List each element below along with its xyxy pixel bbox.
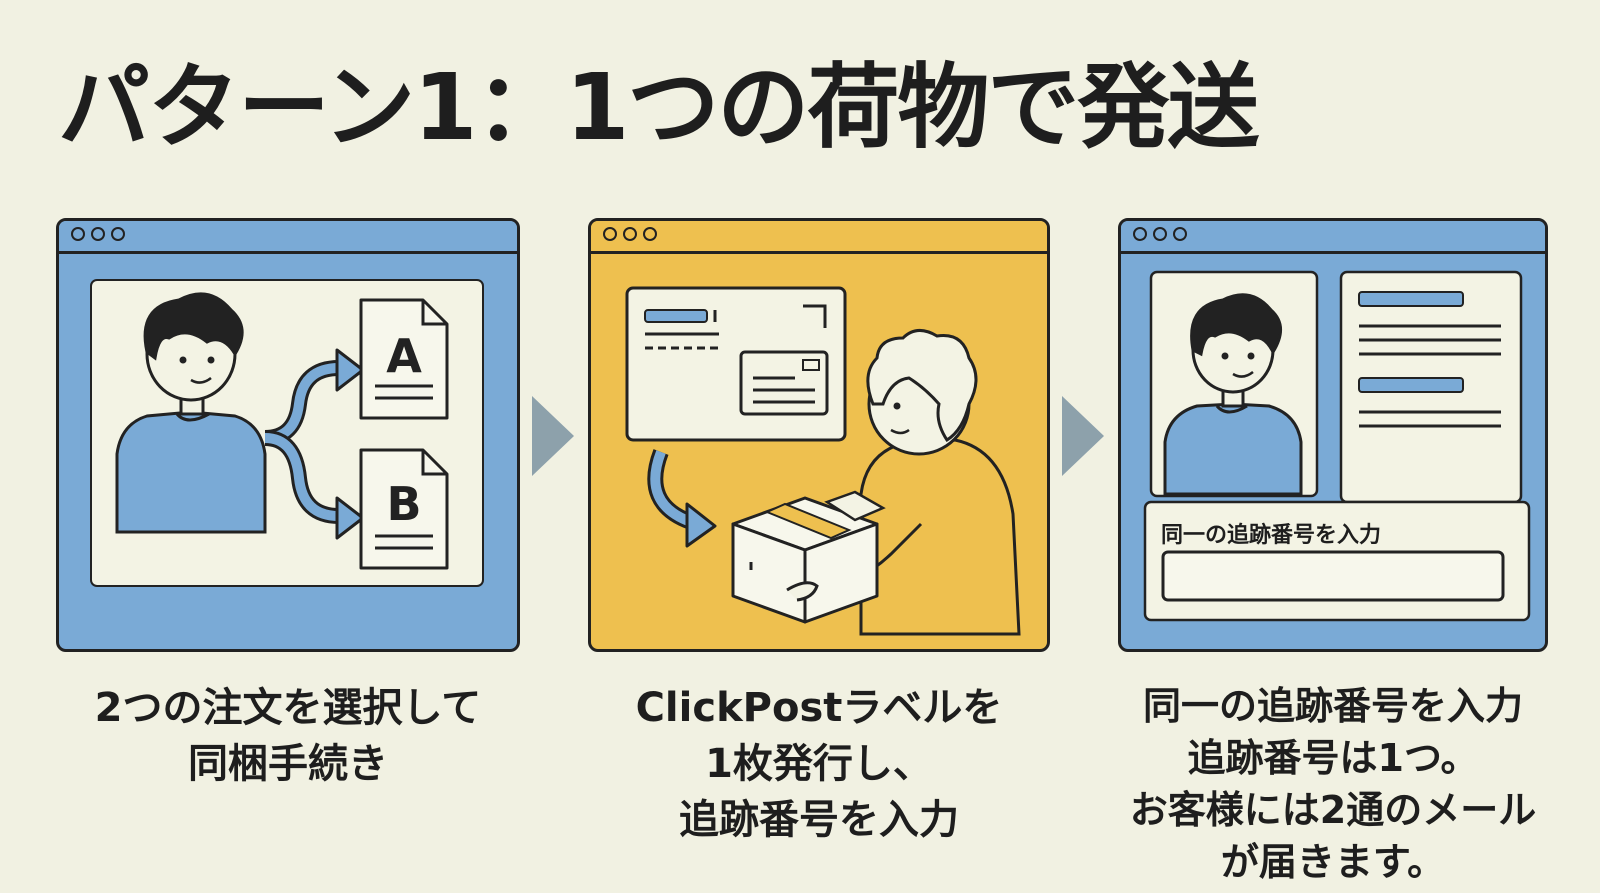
caption-enter-tracking: 同一の追跡番号を入力 追跡番号は1つ。 お客様には2通のメール が届きます。 [1100,680,1566,888]
window-dot-icon [603,227,617,241]
window-dot-icon [1133,227,1147,241]
window-dot-icon [1173,227,1187,241]
window-controls [1133,227,1187,241]
caption-line: が届きます。 [1220,840,1446,884]
document-a-icon: A [359,298,449,420]
worker-icon [812,329,1021,636]
next-step-arrow-icon [532,396,574,476]
window-titlebar [1121,221,1545,254]
issue-label-illustration [625,286,1021,636]
window-titlebar [591,221,1047,254]
caption-line: 1枚発行し、 [705,741,933,787]
select-orders-illustration: A B [90,279,484,587]
order-details-card [1339,270,1523,504]
enter-tracking-illustration [1143,270,1531,622]
caption-line: 2つの注文を選択して [94,685,482,731]
split-arrows-icon [264,348,365,540]
window-dot-icon [643,227,657,241]
caption-issue-label: ClickPostラベルを 1枚発行し、 追跡番号を入力 [588,680,1050,848]
tracking-input-label: 同一の追跡番号を入力 [1161,523,1382,548]
caption-select-orders: 2つの注文を選択して 同梱手続き [56,680,520,792]
caption-line: 同梱手続き [188,741,388,787]
shipping-label-icon [625,286,847,442]
caption-line: 追跡番号は1つ。 [1187,736,1479,780]
person-icon [115,292,267,534]
window-titlebar [59,221,517,254]
window-dot-icon [111,227,125,241]
person-card [1149,270,1319,498]
window-controls [71,227,125,241]
window-dot-icon [623,227,637,241]
window-dot-icon [71,227,85,241]
panel-select-orders: A B [56,218,520,652]
document-b-label: B [386,477,421,531]
curved-arrow-icon [647,449,717,548]
panel-issue-label [588,218,1050,652]
tracking-form [1143,500,1531,622]
panel-enter-tracking: 同一の追跡番号を入力 [1118,218,1548,652]
caption-line: お客様には2通のメール [1129,788,1537,832]
document-b-icon: B [359,448,449,570]
caption-line: 同一の追跡番号を入力 [1142,684,1523,728]
window-controls [603,227,657,241]
page-title: パターン1：1つの荷物で発送 [58,54,1259,161]
package-box-icon [731,490,886,624]
window-dot-icon [91,227,105,241]
next-step-arrow-icon [1062,396,1104,476]
document-a-label: A [386,329,422,383]
caption-line: ClickPostラベルを [635,685,1003,731]
caption-line: 追跡番号を入力 [679,797,959,843]
window-dot-icon [1153,227,1167,241]
